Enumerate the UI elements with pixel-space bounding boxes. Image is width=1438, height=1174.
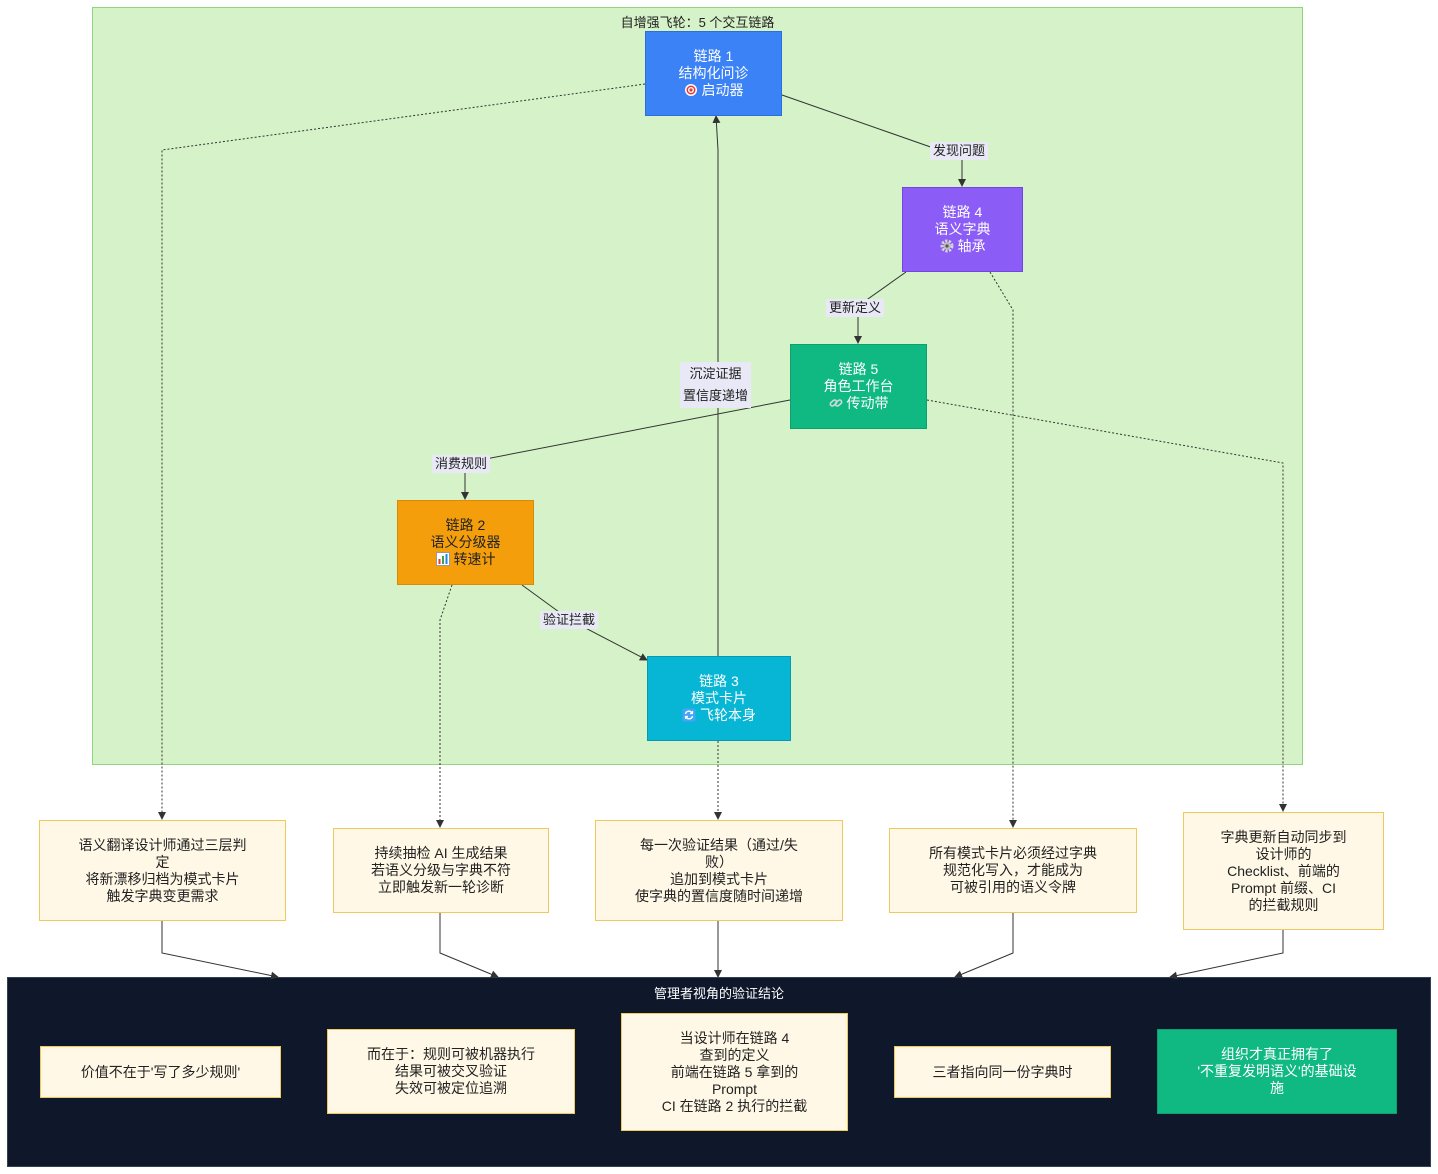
edge-note4-to-conclusion bbox=[954, 913, 1014, 979]
edge-link4-to-note4 bbox=[989, 271, 1017, 828]
link4-title: 语义字典 bbox=[934, 221, 991, 237]
note-line: Checklist、前端的 bbox=[1227, 862, 1340, 879]
edge-link2-to-note2 bbox=[436, 584, 453, 828]
edge-link5-to-note5 bbox=[926, 399, 1287, 812]
note-line: 可被引用的语义令牌 bbox=[950, 879, 1076, 895]
link-icon bbox=[829, 399, 842, 407]
conclusion-same-dictionary: 三者指向同一份字典时 bbox=[894, 1046, 1111, 1098]
edge-label-update-definition: 更新定义 bbox=[826, 299, 885, 317]
link2-number: 链路 2 bbox=[445, 517, 486, 533]
conclusion-line: 而在于：规则可被机器执行 bbox=[367, 1046, 535, 1062]
target-icon bbox=[684, 84, 697, 96]
conclusion-line: 查到的定义 bbox=[699, 1046, 770, 1063]
note-line: 所有模式卡片必须经过字典 bbox=[929, 845, 1097, 861]
link2-title: 语义分级器 bbox=[430, 534, 501, 550]
link4-role-row: 轴承 bbox=[940, 238, 986, 255]
edge-label-verify-intercept: 验证拦截 bbox=[540, 611, 599, 629]
link4-node[interactable]: 链路 4 语义字典 轴承 bbox=[902, 187, 1023, 272]
note-line: 定 bbox=[155, 853, 170, 870]
conclusion-value: 价值不在于'写了多少规则' bbox=[40, 1046, 281, 1098]
bar-chart-icon bbox=[435, 552, 450, 566]
conclusion-line: CI 在链路 2 执行的拦截 bbox=[661, 1097, 808, 1114]
conclusion-line: 组织才真正拥有了 bbox=[1221, 1046, 1333, 1062]
note-line: 设计师的 bbox=[1255, 845, 1312, 862]
edge-label-find-issue: 发现问题 bbox=[930, 142, 989, 160]
note-line: 若语义分级与字典不符 bbox=[371, 862, 511, 878]
note-link5: 字典更新自动同步到 设计师的 Checklist、前端的 Prompt 前缀、C… bbox=[1183, 812, 1384, 930]
conclusion-when: 当设计师在链路 4 查到的定义 前端在链路 5 拿到的 Prompt CI 在链… bbox=[621, 1013, 848, 1131]
link3-title: 模式卡片 bbox=[691, 690, 747, 706]
conclusion-rules: 而在于：规则可被机器执行 结果可被交叉验证 失效可被定位追溯 bbox=[327, 1029, 575, 1114]
edge-label-line: 置信度递增 bbox=[683, 388, 749, 403]
link2-node[interactable]: 链路 2 语义分级器 转速计 bbox=[397, 500, 534, 585]
link1-number: 链路 1 bbox=[693, 48, 734, 64]
note-link4: 所有模式卡片必须经过字典 规范化写入，才能成为 可被引用的语义令牌 bbox=[889, 828, 1137, 913]
link3-role-row: 飞轮本身 bbox=[682, 707, 756, 724]
conclusion-line: '不重复发明语义'的基础设 bbox=[1197, 1063, 1357, 1079]
conclusion-line: 失效可被定位追溯 bbox=[395, 1080, 507, 1096]
note-link1: 语义翻译设计师通过三层判 定 将新漂移归档为模式卡片 触发字典变更需求 bbox=[39, 820, 286, 921]
note-line: 每一次验证结果（通过/失 bbox=[640, 836, 798, 853]
edge-link1-to-link4 bbox=[781, 94, 966, 187]
conclusion-infrastructure: 组织才真正拥有了 '不重复发明语义'的基础设 施 bbox=[1157, 1029, 1397, 1114]
conclusion-line: 施 bbox=[1270, 1080, 1284, 1096]
link1-node[interactable]: 链路 1 结构化问诊 启动器 bbox=[645, 31, 782, 116]
edge-link5-to-link2 bbox=[461, 399, 791, 500]
conclusion-line: 价值不在于'写了多少规则' bbox=[80, 1063, 241, 1080]
gear-icon bbox=[940, 239, 953, 253]
link3-node[interactable]: 链路 3 模式卡片 飞轮本身 bbox=[647, 656, 791, 741]
conclusion-line: 三者指向同一份字典时 bbox=[932, 1063, 1073, 1080]
link2-role-row: 转速计 bbox=[435, 551, 496, 568]
note-line: 立即触发新一轮诊断 bbox=[378, 879, 504, 895]
edge-label-line: 沉淀证据 bbox=[689, 366, 742, 381]
conclusion-line: 结果可被交叉验证 bbox=[395, 1063, 507, 1079]
note-link3: 每一次验证结果（通过/失 败） 追加到模式卡片 使字典的置信度随时间递增 bbox=[595, 820, 843, 921]
link5-number: 链路 5 bbox=[838, 361, 879, 377]
link5-role-row: 传动带 bbox=[829, 395, 889, 412]
note-line: 持续抽检 AI 生成结果 bbox=[374, 845, 508, 861]
edge-note5-to-conclusion bbox=[1169, 930, 1284, 980]
flywheel-title: 自增强飞轮：5 个交互链路 bbox=[620, 15, 775, 30]
edge-link3-to-link1 bbox=[712, 115, 721, 656]
link5-title: 角色工作台 bbox=[823, 378, 894, 394]
note-line: 语义翻译设计师通过三层判 bbox=[78, 836, 247, 853]
link5-node[interactable]: 链路 5 角色工作台 传动带 bbox=[790, 344, 927, 429]
conclusion-line: 前端在链路 5 拿到的 bbox=[670, 1063, 799, 1080]
note-line: 将新漂移归档为模式卡片 bbox=[85, 870, 240, 887]
cycle-arrows-icon bbox=[682, 708, 696, 722]
link1-role: 启动器 bbox=[701, 82, 744, 98]
conclusion-title: 管理者视角的验证结论 bbox=[653, 986, 784, 1001]
conclusion-line: Prompt bbox=[711, 1080, 758, 1097]
conclusion-line: 当设计师在链路 4 bbox=[679, 1029, 790, 1046]
link4-number: 链路 4 bbox=[942, 204, 983, 220]
note-line: 败） bbox=[705, 853, 733, 870]
note-link2: 持续抽检 AI 生成结果 若语义分级与字典不符 立即触发新一轮诊断 bbox=[333, 828, 549, 913]
edge-note2-to-conclusion bbox=[439, 913, 499, 979]
edge-note1-to-conclusion bbox=[161, 921, 279, 980]
link5-role: 传动带 bbox=[846, 395, 889, 411]
note-line: Prompt 前缀、CI bbox=[1230, 879, 1336, 896]
note-line: 追加到模式卡片 bbox=[670, 870, 768, 887]
note-line: 的拦截规则 bbox=[1248, 896, 1319, 913]
link4-role: 轴承 bbox=[957, 238, 986, 254]
edge-label-consume-rules: 消费规则 bbox=[432, 455, 491, 473]
link2-role: 转速计 bbox=[453, 551, 496, 567]
edge-link1-to-note1 bbox=[158, 83, 646, 820]
note-line: 规范化写入，才能成为 bbox=[943, 862, 1083, 878]
link3-number: 链路 3 bbox=[699, 673, 739, 689]
link1-role-row: 启动器 bbox=[684, 82, 744, 99]
note-line: 使字典的置信度随时间递增 bbox=[635, 887, 803, 904]
link1-title: 结构化问诊 bbox=[678, 65, 749, 81]
edge-label-deposit-evidence: 沉淀证据 置信度递增 bbox=[680, 362, 752, 408]
note-line: 触发字典变更需求 bbox=[106, 887, 219, 904]
link3-role: 飞轮本身 bbox=[700, 707, 756, 723]
note-line: 字典更新自动同步到 bbox=[1220, 828, 1347, 845]
